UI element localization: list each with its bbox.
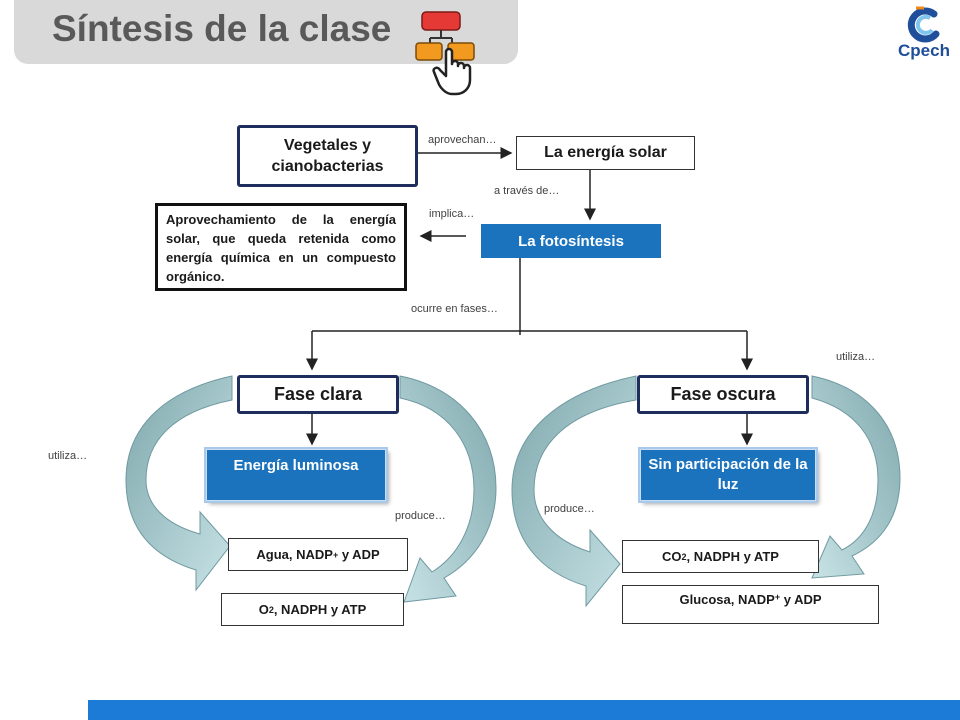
label-implica: implica… [429,208,475,220]
hand-clicking-diagram-icon [415,11,475,96]
node-aprovechamiento: Aprovechamiento de la energía solar, que… [155,203,407,291]
clara-inputs-sup: + [332,549,339,560]
label-produce-left: produce… [395,510,446,522]
oscura-inputs-prefix: CO [662,549,682,564]
clara-inputs-prefix: Agua, NADP [256,547,333,562]
node-energia-luminosa: Energía luminosa [206,449,386,501]
node-clara-inputs: Agua, NADP+ y ADP [228,538,408,571]
label-ocurre: ocurre en fases… [411,303,498,315]
label-a-traves: a través de… [494,185,560,197]
node-vegetales: Vegetales y cianobacterias [237,125,418,187]
clara-inputs-suffix: y ADP [338,547,380,562]
clara-outputs-prefix: O [258,602,269,617]
node-oscura-outputs: Glucosa, NADP+ y ADP [622,585,879,624]
clara-outputs-sub: 2 [268,604,274,615]
curved-arrow-utiliza-clara [125,375,233,592]
cpech-logo: Cpech [894,4,954,68]
oscura-inputs-sub: 2 [681,551,687,562]
curved-arrow-produce-clara [399,375,497,603]
node-energia-solar: La energía solar [516,136,695,170]
label-aprovechan: aprovechan… [428,134,497,146]
label-produce-right: produce… [544,503,595,515]
label-utiliza-left: utiliza… [48,450,88,462]
curved-arrow-utiliza-oscura [811,375,901,579]
oscura-outputs-suffix: y ADP [780,592,822,607]
page-title: Síntesis de la clase [52,8,392,49]
node-fase-clara: Fase clara [237,375,399,414]
node-fotosintesis: La fotosíntesis [481,224,661,258]
brand-name: Cpech [898,41,950,60]
node-sin-luz: Sin participación de la luz [640,449,816,501]
footer-bar [88,700,960,720]
oscura-inputs-suffix: , NADPH y ATP [686,549,779,564]
cpech-c-icon [907,6,940,43]
oscura-outputs-prefix: Glucosa, NADP [679,592,775,607]
node-fase-oscura: Fase oscura [637,375,809,414]
clara-outputs-suffix: , NADPH y ATP [273,602,367,617]
label-utiliza-right: utiliza… [836,351,876,363]
oscura-outputs-sup: + [774,592,781,602]
curved-arrow-produce-oscura [511,375,637,608]
